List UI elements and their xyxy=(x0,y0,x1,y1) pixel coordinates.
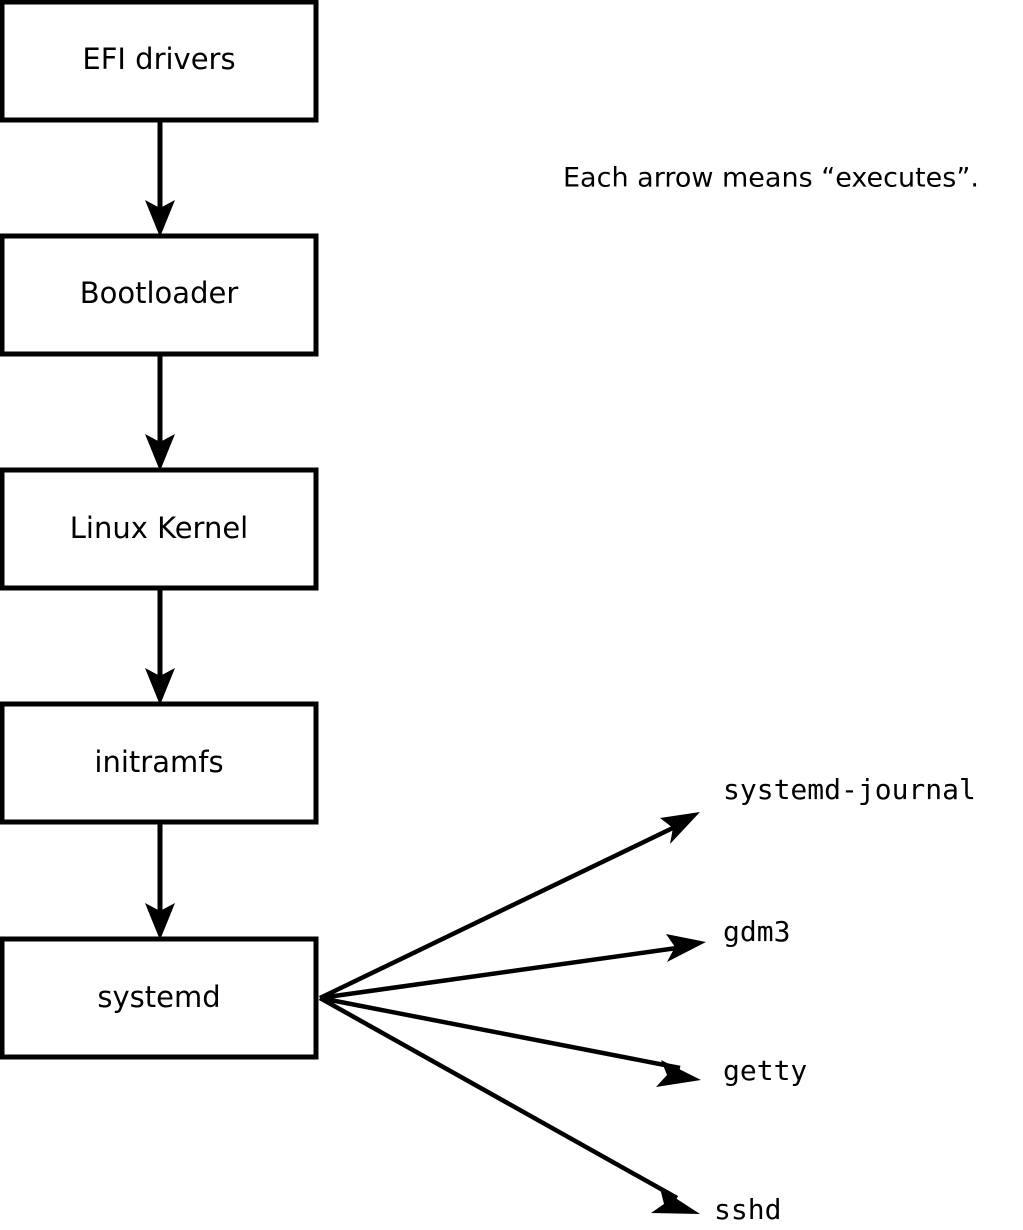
edge-line xyxy=(319,822,680,1001)
fanout-edges-group xyxy=(318,812,706,1214)
node-systemd[interactable]: systemd xyxy=(0,936,319,1060)
edge-efi-drivers-to-bootloader xyxy=(145,120,175,237)
node-bootloader[interactable]: Bootloader xyxy=(0,233,319,357)
arrow-head-right-icon xyxy=(656,1060,701,1087)
node-efi-drivers[interactable]: EFI drivers xyxy=(0,0,319,123)
node-label-bootloader: Bootloader xyxy=(80,276,239,310)
leaf-label-sshd: sshd xyxy=(714,1193,781,1226)
leaf-labels-group: systemd-journal gdm3 getty sshd xyxy=(714,773,976,1226)
arrow-head-down-icon xyxy=(145,434,175,471)
node-box-linux-kernel[interactable] xyxy=(0,467,319,591)
leaf-label-gdm3: gdm3 xyxy=(723,915,790,948)
edge-bootloader-to-linux-kernel xyxy=(145,354,175,471)
node-label-linux-kernel: Linux Kernel xyxy=(70,511,248,545)
vertical-edges-group xyxy=(145,120,175,940)
arrow-head-down-icon xyxy=(145,668,175,705)
edge-line xyxy=(318,996,679,1200)
legend-note: Each arrow means “executes”. xyxy=(563,163,979,194)
arrow-head-right-icon xyxy=(666,934,706,962)
nodes-group: EFI drivers Bootloader Linux Kernel init… xyxy=(0,0,319,1060)
edge-initramfs-to-systemd xyxy=(145,822,175,940)
node-box-systemd[interactable] xyxy=(0,936,319,1060)
node-label-systemd: systemd xyxy=(97,980,220,1014)
node-box-bootloader[interactable] xyxy=(0,233,319,357)
leaf-label-systemd-journal: systemd-journal xyxy=(723,773,976,806)
edge-line xyxy=(319,995,681,1071)
arrow-head-right-icon xyxy=(660,812,700,844)
node-box-initramfs[interactable] xyxy=(0,701,319,825)
arrow-head-down-icon xyxy=(145,200,175,237)
edge-linux-kernel-to-initramfs xyxy=(145,588,175,705)
arrow-head-down-icon xyxy=(145,903,175,940)
node-label-efi-drivers: EFI drivers xyxy=(82,42,235,76)
node-initramfs[interactable]: initramfs xyxy=(0,701,319,825)
edge-systemd-to-systemd-journal xyxy=(319,812,700,1001)
node-linux-kernel[interactable]: Linux Kernel xyxy=(0,467,319,591)
node-box-efi-drivers[interactable] xyxy=(0,0,319,123)
edge-line xyxy=(319,944,685,1001)
edge-systemd-to-getty xyxy=(319,995,701,1087)
leaf-label-getty: getty xyxy=(723,1054,807,1087)
node-label-initramfs: initramfs xyxy=(94,745,223,779)
arrow-head-right-icon xyxy=(651,1188,700,1214)
edge-systemd-to-gdm3 xyxy=(319,934,706,1001)
edge-systemd-to-sshd xyxy=(318,996,700,1214)
